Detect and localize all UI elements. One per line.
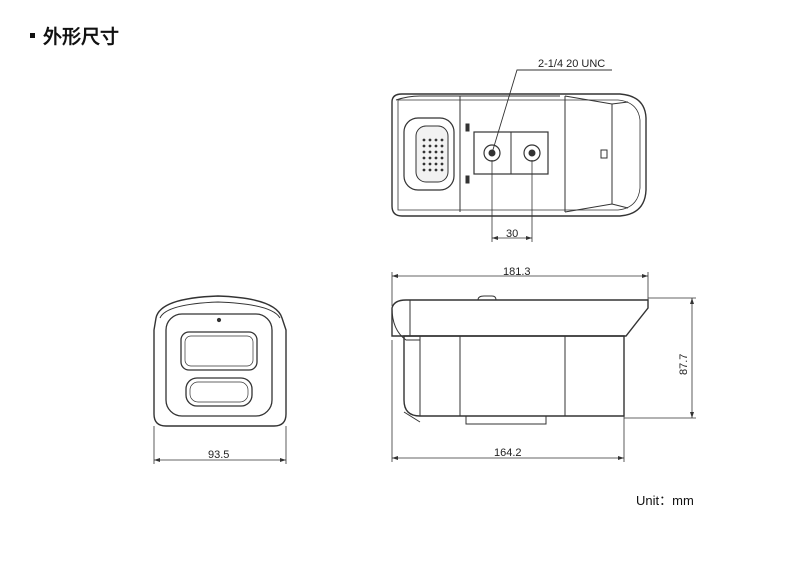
unit-label: Unit：mm <box>636 493 694 508</box>
total-length-label: 181.3 <box>503 266 531 278</box>
bullet-icon <box>30 33 35 38</box>
front-view <box>153 295 287 464</box>
thread-label: 2-1/4 20 UNC <box>538 58 605 70</box>
grille-dots <box>422 138 444 172</box>
mount-hole-right <box>523 144 541 162</box>
top-view <box>391 69 647 242</box>
hole-spacing-label: 30 <box>506 228 518 240</box>
front-width-label: 93.5 <box>208 449 229 461</box>
section-title: 外形尺寸 <box>30 22 119 49</box>
body-length-label: 164.2 <box>494 447 522 459</box>
height-label: 87.7 <box>678 354 690 375</box>
side-view <box>391 272 696 462</box>
section-title-text: 外形尺寸 <box>43 26 120 48</box>
